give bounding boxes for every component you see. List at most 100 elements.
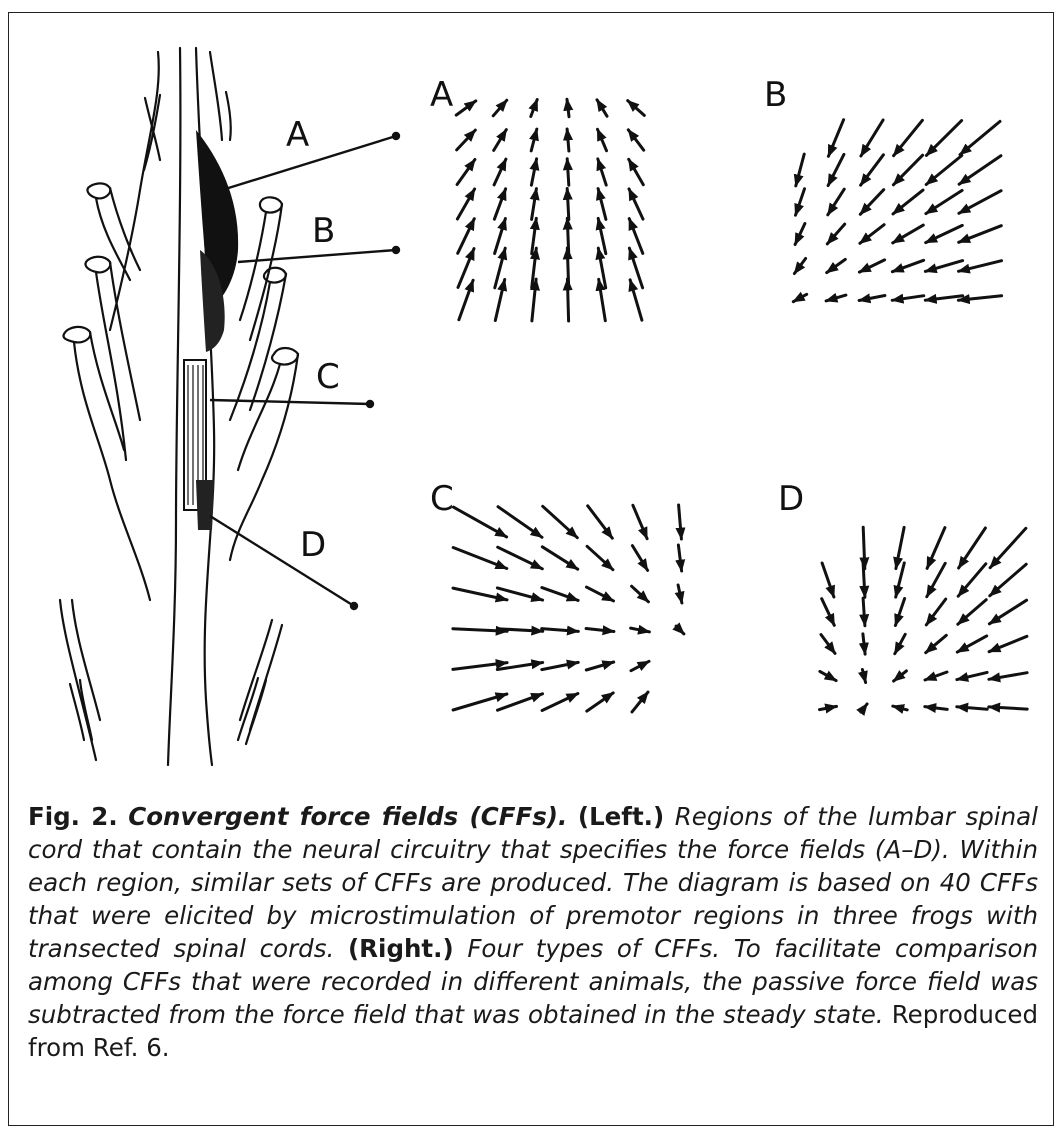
field-d-arrow-26: [925, 672, 947, 680]
field-c-arrow-8: [542, 547, 577, 569]
field-a-arrow-10: [598, 129, 607, 150]
field-b-arrow-32: [892, 296, 924, 301]
caption-fig-label: Fig. 2.: [28, 802, 118, 831]
field-b-arrow-8: [893, 155, 922, 185]
field-b-arrow-10: [959, 156, 1001, 185]
region-label-d: D: [300, 528, 326, 562]
field-d-arrow-23: [820, 671, 836, 680]
field-b-arrow-34: [958, 296, 1001, 300]
field-d-arrow-14: [926, 599, 945, 625]
field-c-arrow-15: [587, 587, 614, 601]
force-field-d: [820, 527, 1028, 712]
field-d-arrow-31: [893, 706, 907, 710]
field-b-arrow-20: [893, 225, 924, 243]
field-b-arrow-7: [861, 155, 884, 185]
field-b-arrow-19: [860, 225, 884, 244]
field-d-arrow-30: [861, 704, 867, 712]
field-d-arrow-27: [957, 672, 987, 679]
field-c-arrow-32: [587, 693, 613, 711]
field-b-arrow-17: [795, 224, 805, 245]
field-b-arrow-15: [926, 190, 962, 213]
field-a-arrow-14: [531, 159, 536, 185]
field-c-arrow-21: [586, 629, 614, 632]
field-b-arrow-1: [861, 120, 883, 156]
field-d-arrow-15: [958, 600, 986, 625]
field-d-arrow-20: [926, 635, 947, 652]
field-d-arrow-17: [821, 635, 835, 654]
field-b-arrow-30: [826, 295, 846, 301]
field-d-arrow-18: [863, 634, 865, 654]
field-a-arrow-0: [456, 101, 476, 115]
field-b-arrow-28: [959, 261, 1002, 272]
field-d-arrow-25: [894, 671, 907, 681]
field-d-arrow-8: [927, 563, 945, 596]
field-b-arrow-11: [796, 189, 805, 215]
field-d-arrow-9: [958, 564, 986, 596]
field-b-arrow-21: [926, 225, 963, 242]
field-b-arrow-25: [859, 260, 884, 272]
field-c-arrow-3: [588, 506, 613, 538]
field-c-arrow-17: [678, 585, 682, 603]
field-d-arrow-2: [927, 528, 945, 569]
field-c-arrow-9: [587, 546, 613, 569]
field-b-arrow-29: [793, 294, 806, 301]
field-b-arrow-18: [827, 224, 844, 244]
field-c-arrow-10: [632, 546, 647, 571]
field-b-arrow-12: [828, 189, 844, 215]
field-c-arrow-2: [543, 506, 578, 537]
field-a-arrow-17: [629, 159, 644, 184]
field-c-arrow-28: [631, 661, 649, 670]
field-c-arrow-31: [542, 694, 578, 711]
field-a-arrow-22: [598, 189, 606, 220]
field-a-arrow-20: [532, 189, 537, 220]
field-a-arrow-21: [567, 189, 569, 220]
field-a-arrow-1: [493, 100, 507, 116]
field-d-arrow-16: [989, 600, 1026, 624]
field-d-arrow-1: [896, 527, 904, 568]
field-a-arrow-15: [567, 159, 569, 185]
field-b-arrow-31: [859, 296, 885, 301]
panel-label-d: D: [778, 482, 804, 516]
field-b-arrow-13: [860, 190, 883, 215]
figure-caption: Fig. 2. Convergent force fields (CFFs). …: [28, 800, 1038, 1064]
figure-drawing: [0, 0, 1058, 790]
region-label-b: B: [312, 214, 335, 248]
field-b-arrow-26: [892, 260, 923, 271]
field-c-arrow-11: [678, 545, 681, 571]
field-a-arrow-9: [567, 129, 569, 151]
field-a-arrow-29: [629, 219, 643, 254]
field-a-arrow-13: [494, 159, 506, 185]
field-c-arrow-7: [498, 547, 543, 569]
field-a-arrow-19: [494, 189, 505, 219]
field-c-arrow-14: [542, 588, 578, 601]
field-a-arrow-4: [597, 100, 607, 116]
field-d-arrow-10: [990, 564, 1026, 596]
field-c-arrow-6: [453, 548, 507, 569]
field-b-arrow-0: [828, 120, 843, 157]
field-a-arrow-7: [494, 130, 507, 151]
field-b-arrow-22: [959, 226, 1002, 243]
field-a-arrow-39: [567, 279, 568, 321]
field-c-arrow-1: [498, 507, 542, 538]
field-a-arrow-3: [567, 99, 569, 116]
field-b-arrow-24: [827, 259, 846, 272]
field-c-arrow-20: [542, 629, 579, 632]
field-b-arrow-27: [925, 261, 962, 272]
field-d-arrow-24: [862, 670, 865, 683]
field-c-arrow-12: [453, 588, 507, 600]
field-c-arrow-22: [631, 628, 650, 632]
field-d-arrow-22: [989, 636, 1027, 651]
field-b-arrow-6: [828, 154, 844, 185]
field-c-arrow-0: [453, 507, 506, 537]
field-b-arrow-3: [926, 121, 961, 156]
field-b-arrow-16: [959, 191, 1001, 214]
field-d-arrow-3: [959, 528, 986, 568]
field-d-arrow-19: [895, 634, 905, 653]
field-b-arrow-4: [960, 121, 1000, 154]
field-b-arrow-14: [893, 190, 923, 214]
field-b-arrow-5: [796, 154, 804, 186]
panel-label-b: B: [764, 78, 787, 112]
field-c-arrow-29: [453, 694, 507, 710]
field-d-arrow-32: [925, 707, 947, 710]
spinal-cord-drawing: [60, 48, 298, 765]
